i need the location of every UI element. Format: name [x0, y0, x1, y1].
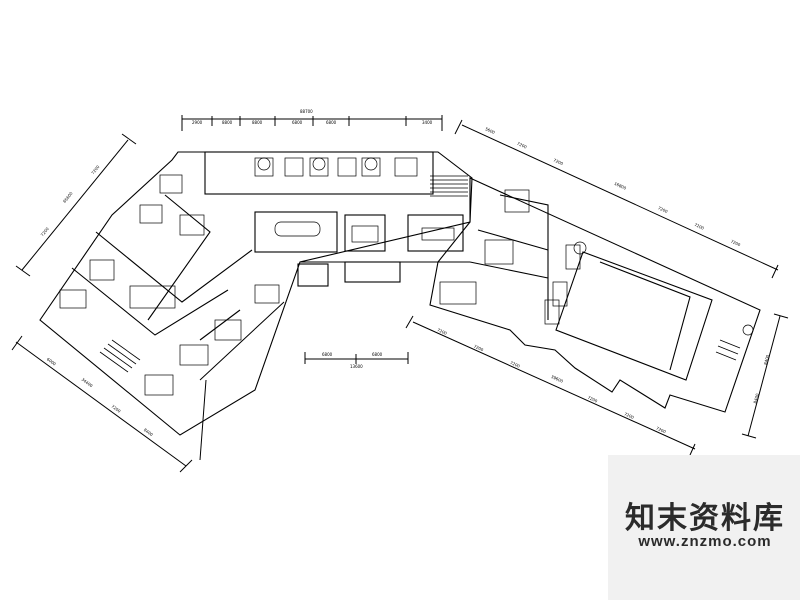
right-upper-dim-2: 7200: [516, 141, 528, 150]
left-upper-dim-3: 7200: [90, 164, 101, 175]
right-end-dim-1: 8400: [752, 392, 760, 404]
left-upper-dim-1: 7200: [40, 226, 51, 237]
left-lower-dim-1: 6000: [46, 356, 58, 366]
right-lower-dim-1: 7200: [436, 327, 448, 336]
right-upper-dim-3: 7200: [553, 157, 565, 166]
scale-seg-2: 6800: [372, 352, 383, 357]
top-seg-3: 8800: [252, 120, 263, 125]
top-dimension-line: [181, 115, 443, 131]
right-lower-dim-2: 7200: [473, 344, 485, 353]
right-end-dim-2: 8400: [763, 354, 771, 366]
right-upper-dimension-line: [454, 119, 779, 279]
right-lower-dimension-line: [405, 315, 696, 456]
right-lower-dim-4: 39600: [550, 374, 564, 384]
left-lower-dimension-line: [11, 301, 285, 473]
right-lower-dim-7: 7200: [655, 426, 667, 435]
left-upper-dimension-line: [15, 133, 137, 277]
watermark-panel: [608, 455, 800, 600]
right-lower-dim-3: 7200: [509, 360, 521, 369]
top-seg-5: 6800: [326, 120, 337, 125]
right-upper-dim-4: 16800: [613, 181, 627, 191]
top-seg-2: 8800: [222, 120, 233, 125]
right-lower-dim-5: 7200: [587, 395, 599, 404]
right-upper-dim-1: 5600: [484, 126, 496, 135]
left-upper-dim-2: 65600: [62, 190, 74, 203]
watermark-url: www.znzmo.com: [638, 533, 772, 550]
left-lower-dim-4: 8400: [143, 427, 155, 437]
top-seg-6: 3400: [422, 120, 433, 125]
scale-seg-1: 6800: [322, 352, 333, 357]
right-end-dimension-line: [741, 313, 789, 439]
right-upper-dim-5: 7200: [657, 205, 669, 214]
left-lower-dim-2: 34400: [80, 377, 94, 389]
top-seg-4: 6800: [292, 120, 303, 125]
scale-bar: [304, 352, 409, 364]
right-upper-dim-6: 7200: [694, 222, 706, 231]
right-lower-dim-6: 7200: [623, 411, 635, 420]
building-outline: [39, 151, 761, 436]
watermark-title: 知末资料库: [625, 501, 785, 536]
left-lower-dim-3: 7200: [110, 404, 122, 414]
right-upper-dim-7: 7200: [730, 239, 742, 248]
scale-total: 13600: [350, 364, 363, 369]
top-seg-1: 2900: [192, 120, 203, 125]
top-overall-dim: 88700: [300, 109, 313, 114]
